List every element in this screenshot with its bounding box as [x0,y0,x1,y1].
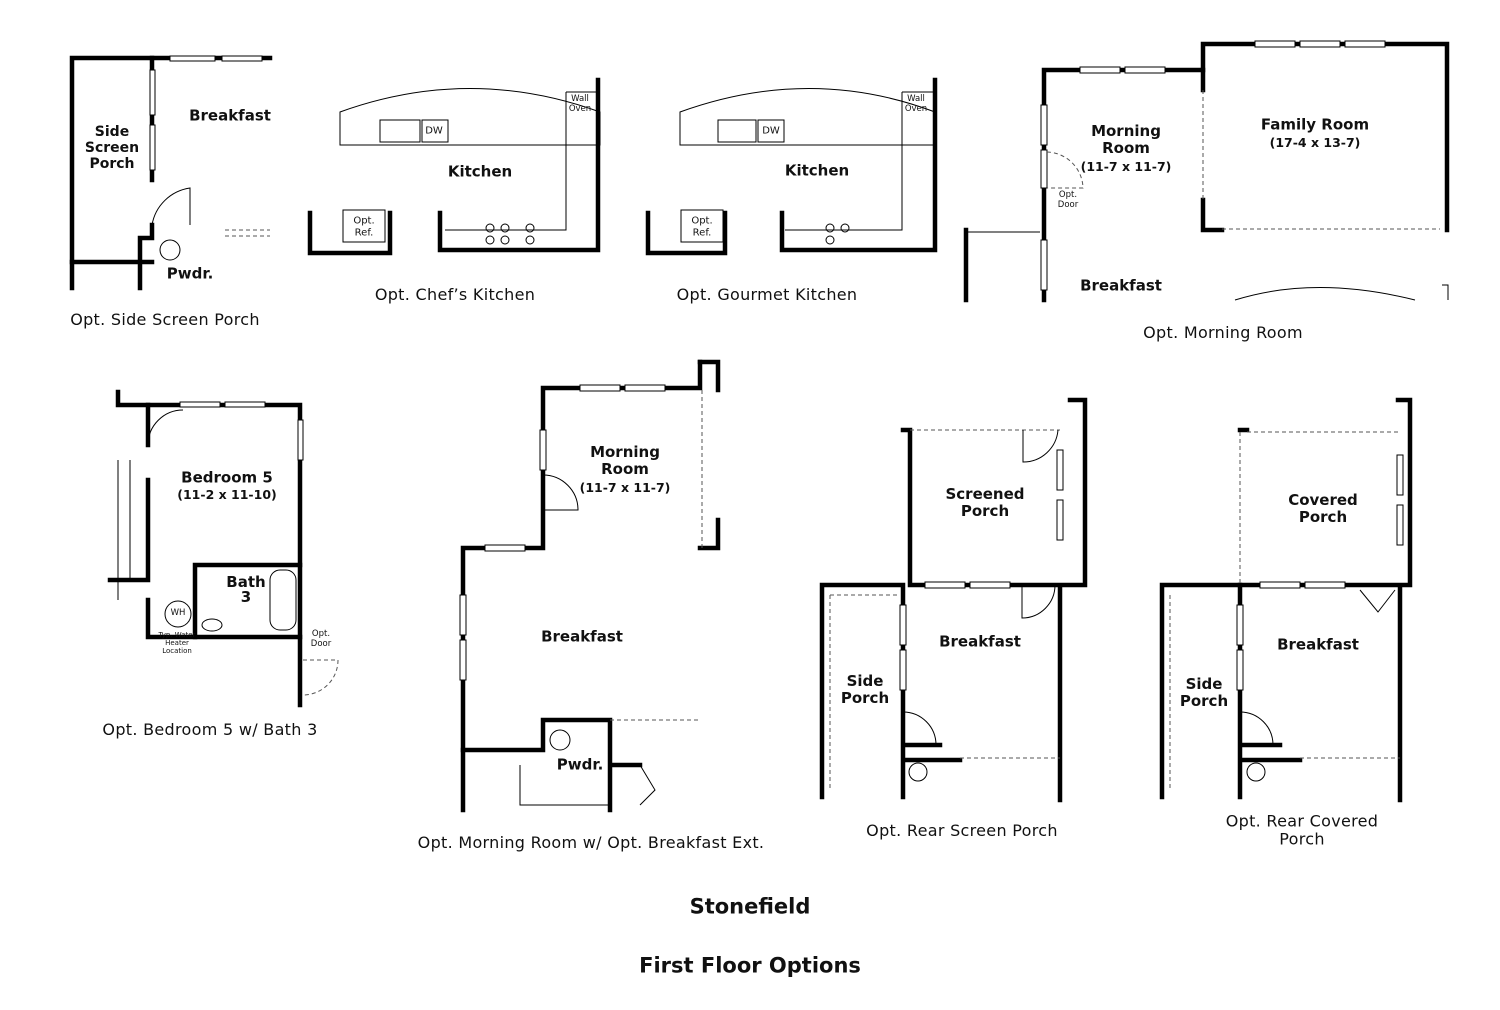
dishwasher-label: DW [425,125,443,137]
room-label-bath-3: Bath 3 [226,573,266,606]
caption-chefs-kitchen: Opt. Chef’s Kitchen [374,284,536,304]
side-screen-porch-walls [69,55,273,291]
room-label-side-porch: Side Porch [840,671,890,707]
water-heater-label: WH [170,608,186,619]
plan-title: Stonefield First Floor Options [639,864,861,1010]
opt-door-label: Opt. Door [310,629,332,649]
caption-rear-covered-porch: Opt. Rear Covered Porch [1225,811,1379,849]
water-heater-note: Typ. Water Heater Location [158,630,196,656]
room-label-side-screen-porch: Side Screen Porch [84,123,140,173]
room-label-breakfast: Breakfast [1277,635,1359,654]
opt-door-label: Opt. Door [1057,190,1079,210]
caption-side-screen-porch: Opt. Side Screen Porch [70,309,260,329]
caption-bedroom-5: Opt. Bedroom 5 w/ Bath 3 [102,719,318,739]
room-label-side-porch: Side Porch [1179,674,1229,710]
plan-title-subtitle: First Floor Options [639,953,861,978]
room-label-morning-room: Morning Room [590,442,660,478]
room-dimension-family-room: (17-4 x 13-7) [1269,134,1361,150]
rear-covered-porch-walls [1159,397,1413,803]
wall-oven-label: Wall Oven [904,94,928,114]
morning-room-walls [963,40,1450,303]
morning-breakfast-ext-walls [459,359,721,813]
room-label-breakfast: Breakfast [189,106,271,125]
room-label-bedroom-5: Bedroom 5 [181,468,273,487]
room-label-breakfast: Breakfast [939,632,1021,651]
room-label-family-room: Family Room [1260,115,1370,134]
rear-screen-porch-walls [819,397,1088,803]
caption-rear-screen-porch: Opt. Rear Screen Porch [866,820,1058,840]
room-dimension-bedroom-5: (11-2 x 11-10) [177,486,277,502]
room-label-breakfast: Breakfast [541,627,623,646]
room-label-morning-room: Morning Room [1091,121,1161,157]
dishwasher-label: DW [762,125,780,137]
opt-ref-label: Opt. Ref. [691,215,713,239]
room-label-kitchen: Kitchen [447,162,513,181]
room-label-powder: Pwdr. [556,755,604,774]
room-dimension-morning-room: (11-7 x 11-7) [1080,158,1172,174]
room-label-powder: Pwdr. [166,264,214,283]
opt-ref-label: Opt. Ref. [353,215,375,239]
room-label-screened-porch: Screened Porch [945,484,1025,520]
caption-gourmet-kitchen: Opt. Gourmet Kitchen [676,284,858,304]
room-label-covered-porch: Covered Porch [1288,490,1358,526]
plan-title-name: Stonefield [689,894,811,919]
caption-morning-room: Opt. Morning Room [1143,322,1303,342]
room-label-kitchen: Kitchen [784,161,850,180]
room-label-breakfast: Breakfast [1080,276,1162,295]
wall-oven-label: Wall Oven [568,94,592,114]
gourmet-kitchen-walls [645,77,938,256]
bedroom5-walls [107,389,339,708]
caption-morning-breakfast-ext: Opt. Morning Room w/ Opt. Breakfast Ext. [417,832,765,852]
room-dimension-morning-room: (11-7 x 11-7) [579,479,671,495]
chefs-kitchen-walls [307,77,601,256]
